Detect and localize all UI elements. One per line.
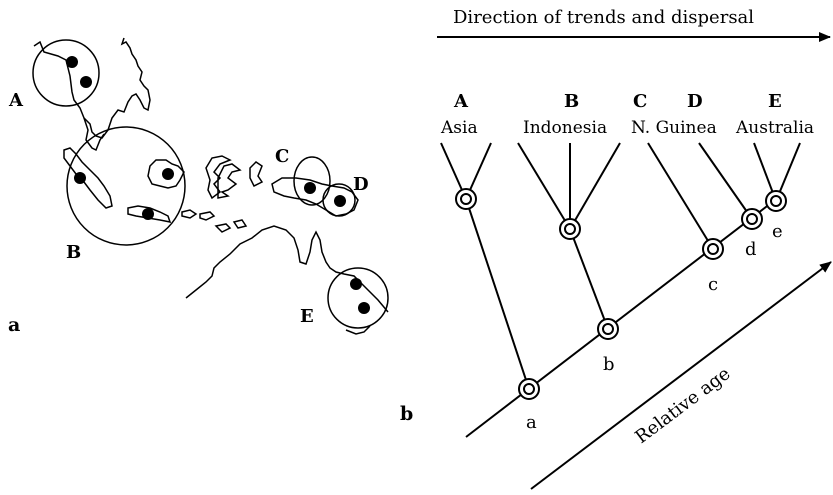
taxon-dot [162, 168, 174, 180]
area-letter-e: E [768, 91, 782, 112]
cladogram-stem [465, 199, 776, 438]
taxon-dot [66, 56, 78, 68]
taxon-dot [304, 182, 316, 194]
branch-b-right [569, 142, 621, 230]
node-e-marker [765, 190, 787, 212]
area-letter-b: B [564, 91, 579, 112]
area-name-asia: Asia [440, 118, 478, 138]
taxon-dot [74, 172, 86, 184]
coastline-australia [185, 225, 389, 313]
relative-age-arrow [530, 261, 832, 490]
area-circle-d [322, 183, 356, 217]
island-sulawesi-east [217, 163, 242, 199]
coastline-indochina [83, 117, 105, 152]
map-label-e: E [300, 306, 314, 327]
island-new-guinea [271, 177, 359, 217]
area-name-australia: Australia [735, 118, 814, 138]
area-circle-australia [327, 267, 389, 329]
branch-d [698, 142, 753, 220]
node-label-e: e [772, 221, 783, 242]
area-circle-asia [32, 39, 100, 107]
island-java [127, 205, 172, 223]
taxon-dot [142, 208, 154, 220]
branch-b-stem [569, 228, 609, 330]
direction-label: Direction of trends and dispersal [453, 7, 754, 28]
branch-b-left [517, 142, 571, 230]
branch-a-stem [465, 198, 530, 390]
island-small-4 [232, 219, 248, 229]
area-circle-new-guinea [293, 156, 331, 206]
area-name-indonesia: Indonesia [523, 118, 607, 138]
node-c-marker [702, 238, 724, 260]
map-label-c: C [275, 146, 289, 167]
taxon-dot [350, 278, 362, 290]
island-sumatra [63, 147, 113, 209]
node-label-c: c [708, 274, 718, 295]
node-b-marker [597, 318, 619, 340]
coastline-asia [33, 37, 151, 139]
node-d-marker [741, 208, 763, 230]
node-indonesia-marker [559, 218, 581, 240]
island-borneo [147, 159, 185, 189]
map-panel: A B C D E a [8, 37, 389, 336]
node-label-a: a [526, 412, 537, 433]
branch-c [647, 142, 714, 250]
island-small-2 [199, 211, 216, 221]
area-name-new-guinea: N. Guinea [631, 118, 717, 138]
island-sulawesi [205, 155, 232, 200]
panel-label-b: b [400, 403, 413, 425]
node-a-marker [518, 378, 540, 400]
node-asia-marker [455, 188, 477, 210]
map-label-d: D [353, 174, 369, 195]
island-small-3 [214, 223, 232, 233]
node-label-b: b [603, 354, 615, 375]
panel-label-a: a [8, 314, 20, 336]
island-halmahera [249, 161, 264, 188]
area-letter-c: C [633, 91, 647, 112]
relative-age-label: Relative age [631, 363, 734, 448]
cladogram-panel: Direction of trends and dispersal A B C … [400, 7, 832, 490]
area-letter-a: A [453, 91, 469, 112]
island-small-1 [181, 209, 198, 219]
area-letter-d: D [687, 91, 703, 112]
taxon-dot [358, 302, 370, 314]
taxon-dot [80, 76, 92, 88]
area-circle-indonesia [66, 126, 186, 246]
map-label-b: B [66, 242, 81, 263]
taxon-dot [334, 195, 346, 207]
taxon-dots [66, 56, 370, 314]
node-label-d: d [745, 239, 757, 260]
map-label-a: A [8, 90, 24, 111]
coastline-australia-south [345, 325, 371, 335]
